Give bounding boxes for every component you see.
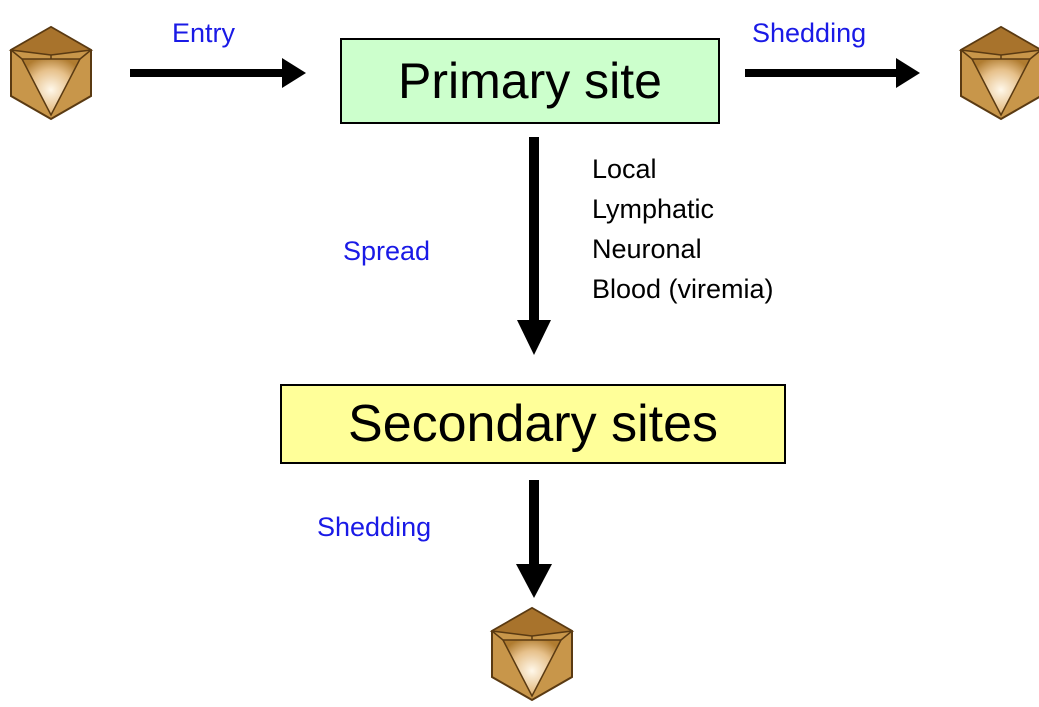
route-item-lymphatic: Lymphatic <box>592 194 715 224</box>
shedding-label-top: Shedding <box>752 18 867 48</box>
shedding-arrow-top <box>745 58 920 88</box>
virion-icon-entry <box>8 25 94 121</box>
shedding-label-bottom: Shedding <box>317 512 432 542</box>
route-item-neuronal: Neuronal <box>592 234 702 264</box>
route-item-blood: Blood (viremia) <box>592 274 774 304</box>
virion-icon-shed-top <box>958 25 1039 121</box>
primary-site-label: Primary site <box>398 53 662 109</box>
secondary-sites-box: Secondary sites <box>280 384 786 464</box>
route-item-local: Local <box>592 154 657 184</box>
spread-label: Spread <box>343 236 431 266</box>
virion-icon-shed-bottom <box>489 606 575 702</box>
spread-routes-list: Local Lymphatic Neuronal Blood (viremia) <box>592 149 774 309</box>
primary-site-box: Primary site <box>340 38 720 124</box>
entry-arrow <box>130 58 306 88</box>
entry-label: Entry <box>172 18 236 48</box>
shedding-arrow-bottom <box>516 480 552 598</box>
spread-arrow <box>517 137 551 355</box>
secondary-sites-label: Secondary sites <box>348 395 718 453</box>
